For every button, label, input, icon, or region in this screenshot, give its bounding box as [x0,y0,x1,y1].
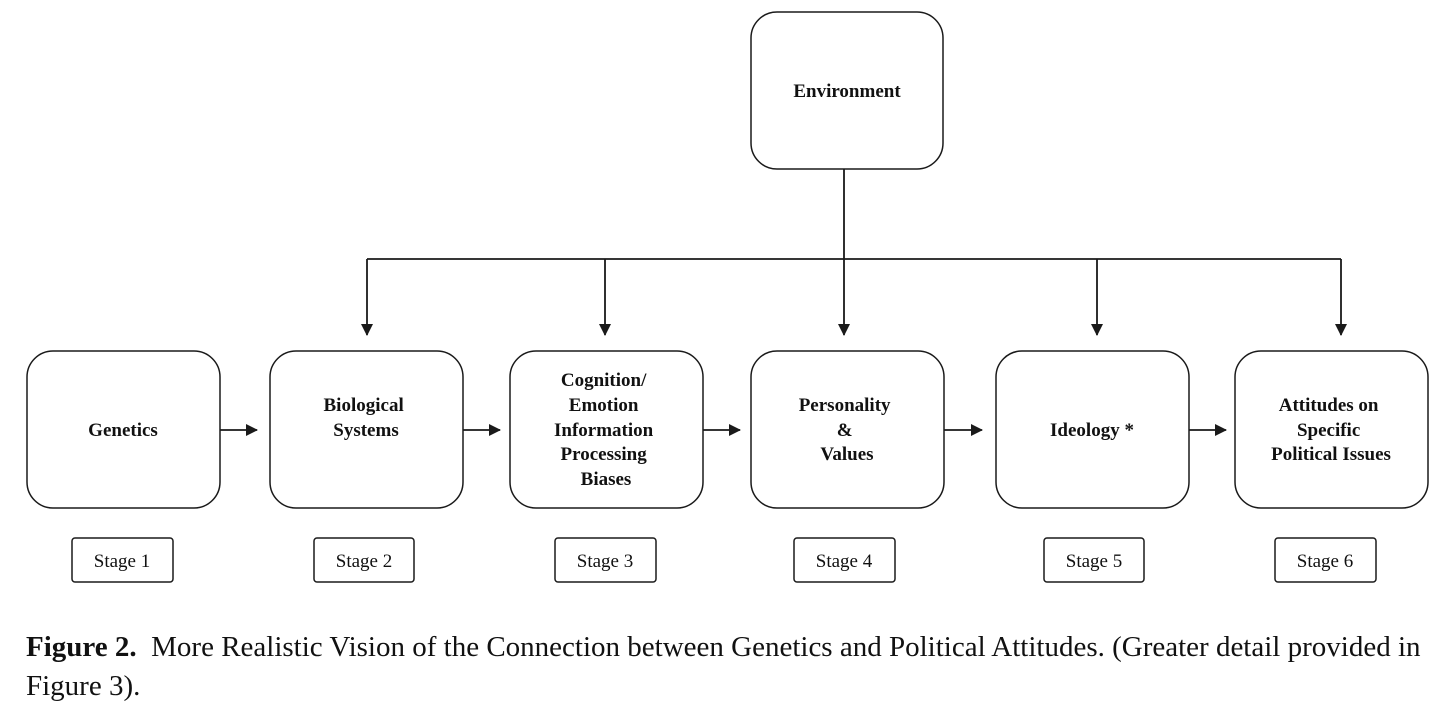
node-environment: Environment [750,11,944,170]
stage-label-text: Stage 5 [1066,551,1122,572]
node-line: Values [820,444,873,465]
figure-label: Figure 2. [26,631,137,663]
node-genetics: Genetics [26,350,221,509]
node-ideology: Ideology * [995,350,1190,509]
stage-label-2: Stage 2 [313,537,415,583]
node-personality-values-label: Personality & Values [799,395,896,465]
figure-caption: Figure 2. More Realistic Vision of the C… [26,628,1431,706]
stage-label-3: Stage 3 [554,537,657,583]
node-line: Genetics [88,420,158,441]
stage-label-text: Stage 4 [816,551,873,572]
stage-label-text: Stage 6 [1297,551,1353,572]
node-line: Attitudes on [1279,395,1379,416]
node-genetics-label: Genetics [88,420,158,441]
node-line: Personality [799,395,891,416]
node-ideology-label: Ideology * [1050,420,1134,441]
node-attitudes: Attitudes on Specific Political Issues [1234,350,1429,509]
node-cognition-emotion: Cognition/ Emotion Information Processin… [509,350,704,509]
node-line: Ideology * [1050,420,1134,441]
environment-connectors [361,169,1347,336]
node-line: Environment [793,81,901,102]
stage-label-6: Stage 6 [1274,537,1377,583]
node-attitudes-label: Attitudes on Specific Political Issues [1271,395,1391,465]
node-biological-systems: Biological Systems [269,350,464,509]
node-line: & [837,420,853,441]
stage-label-text: Stage 1 [94,551,150,572]
stage-label-text: Stage 3 [577,551,633,572]
stage-label-1: Stage 1 [71,537,174,583]
node-line: Processing [561,444,648,465]
node-cognition-emotion-label: Cognition/ Emotion Information Processin… [554,370,658,490]
node-line: Political Issues [1271,444,1391,465]
node-line: Cognition/ [561,370,647,391]
stage-label-5: Stage 5 [1043,537,1145,583]
node-biological-systems-label: Biological Systems [324,395,409,441]
node-line: Emotion [569,395,639,416]
node-line: Biological [324,395,404,416]
stage-label-text: Stage 2 [336,551,392,572]
node-personality-values: Personality & Values [750,350,945,509]
node-line: Systems [333,420,398,441]
node-environment-label: Environment [793,81,901,102]
node-line: Biases [581,469,632,490]
figure-caption-text: More Realistic Vision of the Connection … [26,631,1421,702]
node-line: Information [554,420,654,441]
stage-label-4: Stage 4 [793,537,896,583]
node-line: Specific [1297,420,1360,441]
